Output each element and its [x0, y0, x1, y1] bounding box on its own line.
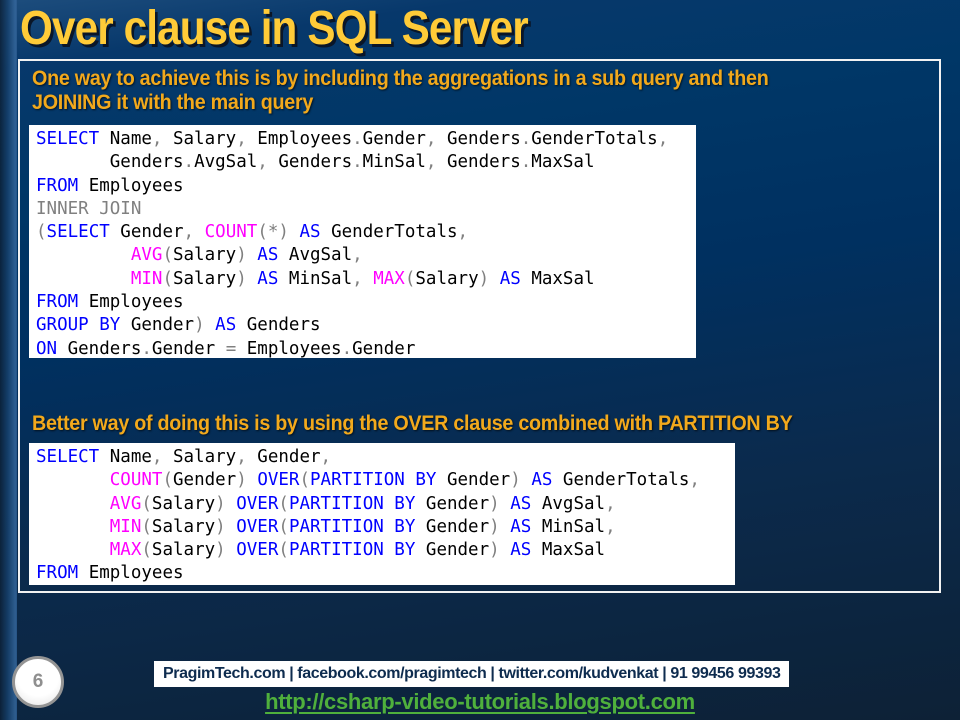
better-way-text: Better way of doing this is by using the… — [32, 412, 793, 435]
intro-text: One way to achieve this is by including … — [32, 67, 769, 115]
blog-link-row: http://csharp-video-tutorials.blogspot.c… — [0, 689, 960, 715]
slide-number-badge: 6 — [12, 656, 64, 708]
content-panel: One way to achieve this is by including … — [18, 59, 941, 593]
code-block-subquery-join: SELECT Name, Salary, Employees.Gender, G… — [29, 125, 696, 358]
blog-link[interactable]: http://csharp-video-tutorials.blogspot.c… — [265, 689, 695, 714]
contact-text: PragimTech.com | facebook.com/pragimtech… — [163, 665, 781, 682]
code-block-over-partition: SELECT Name, Salary, Gender, COUNT(Gende… — [29, 443, 735, 585]
slide-number-value: 6 — [32, 671, 44, 692]
intro-text-line1: One way to achieve this is by including … — [32, 67, 769, 90]
intro-text-line2: JOINING it with the main query — [32, 91, 314, 114]
slide-title: Over clause in SQL Server — [20, 2, 529, 55]
contact-bar: PragimTech.com | facebook.com/pragimtech… — [154, 661, 790, 687]
